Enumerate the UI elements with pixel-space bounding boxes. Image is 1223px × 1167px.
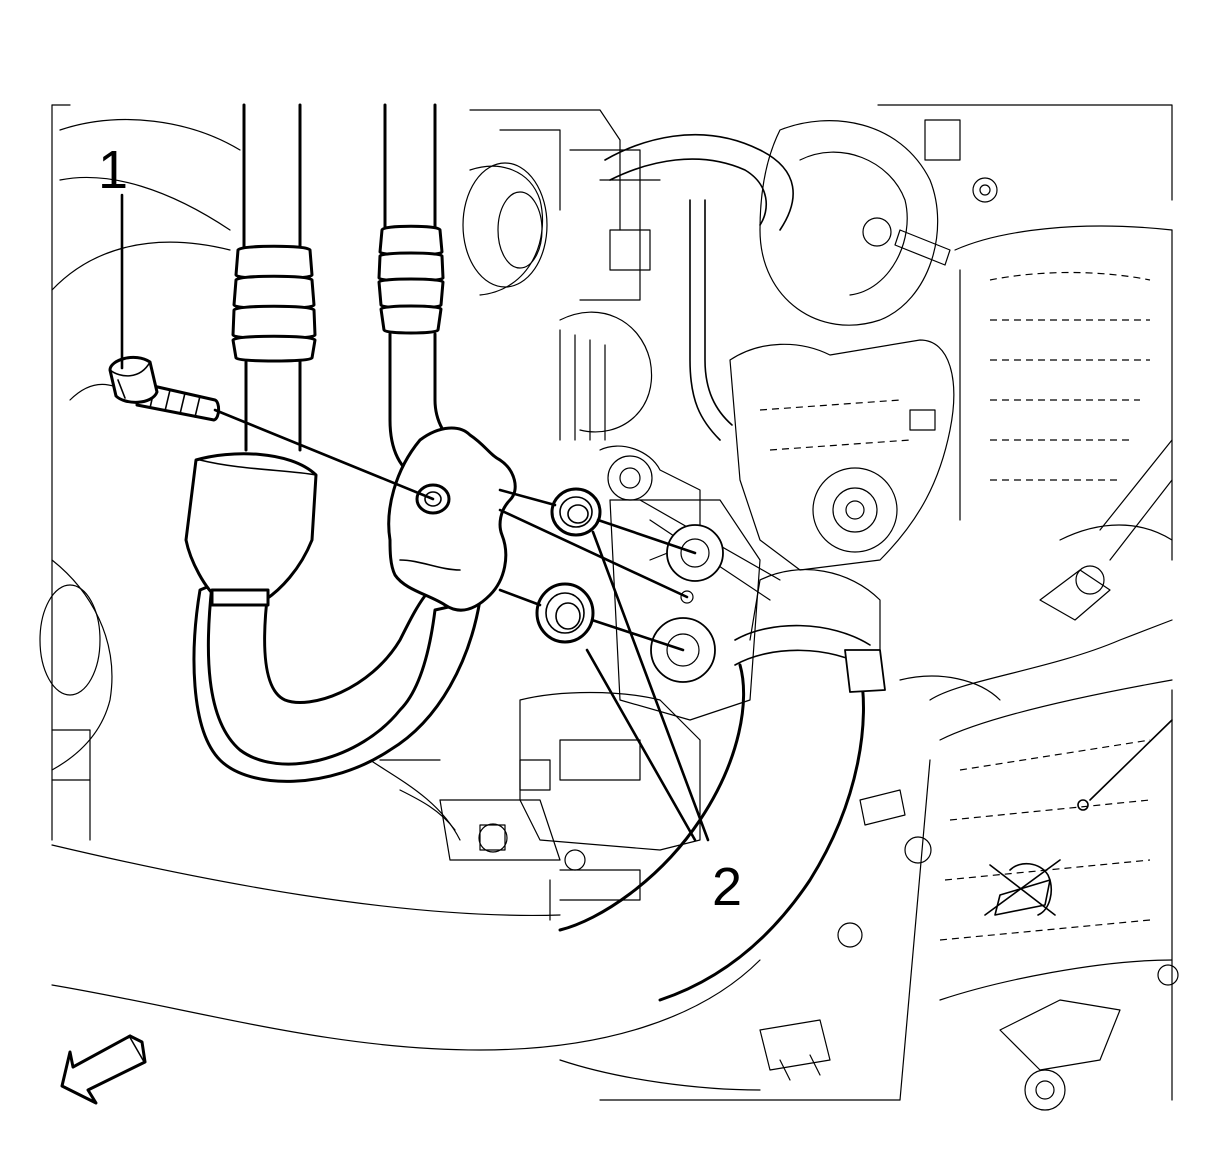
no-touch-warning-icon <box>984 859 1061 916</box>
ac-hose-assembly <box>184 103 482 783</box>
callout-leaders <box>120 193 710 842</box>
arrow-southwest-icon <box>60 1034 147 1105</box>
seal-rings <box>498 487 697 652</box>
callout-1-label: 1 <box>98 140 128 200</box>
hose-fitting-block <box>387 426 517 612</box>
background-engine-outline <box>39 104 1179 1111</box>
callout-2-label: 2 <box>712 857 742 917</box>
